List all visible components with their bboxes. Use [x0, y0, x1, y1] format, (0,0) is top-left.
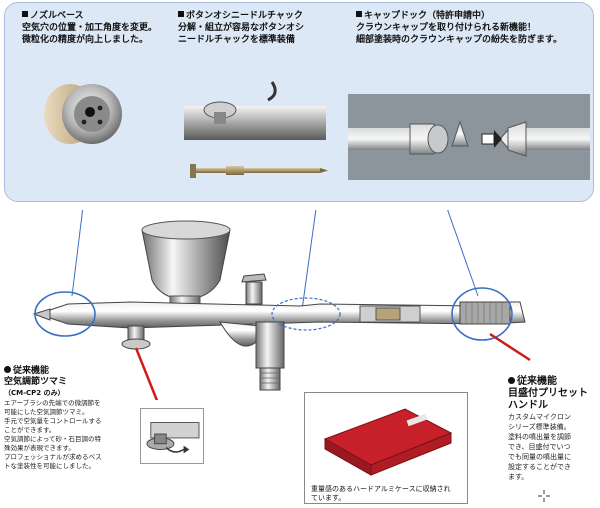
right-callout-subtitle-2: ハンドル [508, 400, 548, 411]
cap-dock-photo-right [478, 94, 590, 180]
feature-cap-dock: キャップドック（特許申請中） クラウンキャップを取り付けられる新機能！ 細部塗装… [356, 10, 562, 46]
feature-nozzle-base-line-2: 微粒化の精度が向上しました。 [22, 35, 149, 45]
right-callout-line: シリーズ標準装備。 [508, 423, 571, 431]
left-callout-line: 可能にした空気調節ツマミ。 [4, 408, 89, 416]
case-caption: 重量感のあるハードアルミケースに収納され ています。 [311, 485, 463, 503]
feature-nozzle-base-title-row: ノズルベース [22, 10, 157, 22]
left-callout-title-row: 従来機能 [4, 366, 139, 377]
right-callout-line: でも同量の噴出量に [508, 453, 571, 461]
feature-chuck-line-2: ニードルチャックを標準装備 [178, 35, 295, 45]
right-callout-subtitle-1: 目盛付プリセット [508, 388, 588, 399]
air-valve-closeup [140, 408, 204, 464]
square-bullet-icon [356, 11, 362, 17]
cap-dock-photo-left [348, 94, 480, 180]
feature-chuck-line-1: 分解・組立が容易なボタンオシ [178, 23, 305, 33]
right-callout-line: カスタムマイクロン [508, 413, 571, 421]
feature-nozzle-base-title: ノズルベース [30, 11, 84, 21]
left-callout-subtitle: 空気調節ツマミ [4, 377, 68, 387]
feature-cap-dock-line-2: 細部塗装時のクラウンキャップの紛失を防ぎます。 [356, 35, 563, 45]
left-callout-title: 従来機能 [13, 366, 50, 376]
circle-bullet-icon [4, 366, 11, 373]
left-callout-line: ことができます。 [4, 426, 56, 434]
airbrush-illustration [32, 210, 531, 400]
circle-bullet-icon [508, 377, 515, 384]
case-caption-line-2: ています。 [311, 494, 346, 502]
left-callout-line: 殊効果が表現できます。 [4, 444, 75, 452]
nozzle-base-photo [44, 84, 122, 144]
preset-handle-callout: 従来機能 目盛付プリセット ハンドル カスタムマイクロン シリーズ標準装備。 塗… [508, 376, 598, 482]
left-callout-line: 手元で空気量をコントロールする [4, 417, 102, 425]
left-callout-line: 空気調節によって砂・石目調の特 [4, 435, 101, 443]
aluminum-case-photo [323, 408, 453, 476]
left-callout-line: エアーブラシの先端での微調節を [4, 399, 101, 407]
left-callout-line: トな塗装性を可能にしました。 [4, 462, 95, 470]
feature-chuck-title: ボタンオシニードルチャック [186, 11, 303, 21]
crosshair-icon [538, 490, 550, 502]
needle-chuck-photo [184, 81, 328, 178]
right-callout-line: ます。 [508, 473, 529, 481]
right-callout-line: 塗料の噴出量を調節 [508, 433, 571, 441]
aluminum-case-box: 重量感のあるハードアルミケースに収納され ています。 [304, 392, 468, 504]
feature-button-needle-chuck: ボタンオシニードルチャック 分解・組立が容易なボタンオシ ニードルチャックを標準… [178, 10, 304, 46]
right-callout-line: 設定することができ [508, 463, 571, 471]
square-bullet-icon [22, 11, 28, 17]
feature-nozzle-base: ノズルベース 空気穴の位置・加工角度を変更。 微粒化の精度が向上しました。 [22, 10, 157, 46]
feature-nozzle-base-line-1: 空気穴の位置・加工角度を変更。 [22, 23, 158, 33]
feature-chuck-title-row: ボタンオシニードルチャック [178, 10, 304, 22]
feature-cap-dock-title-row: キャップドック（特許申請中） [356, 10, 562, 22]
right-callout-title: 従来機能 [517, 376, 557, 387]
right-callout-title-row: 従来機能 [508, 376, 598, 388]
square-bullet-icon [178, 11, 184, 17]
right-callout-line: でき、目盛付でいつ [508, 443, 571, 451]
feature-cap-dock-title: キャップドック（特許申請中） [364, 11, 491, 21]
feature-cap-dock-line-1: クラウンキャップを取り付けられる新機能！ [356, 23, 537, 33]
case-caption-line-1: 重量感のあるハードアルミケースに収納され [311, 485, 451, 493]
air-adjust-knob-callout: 従来機能 空気調節ツマミ （CM-CP2 のみ） エアーブラシの先端での微調節を… [4, 366, 139, 471]
left-callout-model: （CM-CP2 のみ） [4, 389, 65, 397]
left-callout-line: プロフェッショナルが求めるベス [4, 453, 102, 461]
